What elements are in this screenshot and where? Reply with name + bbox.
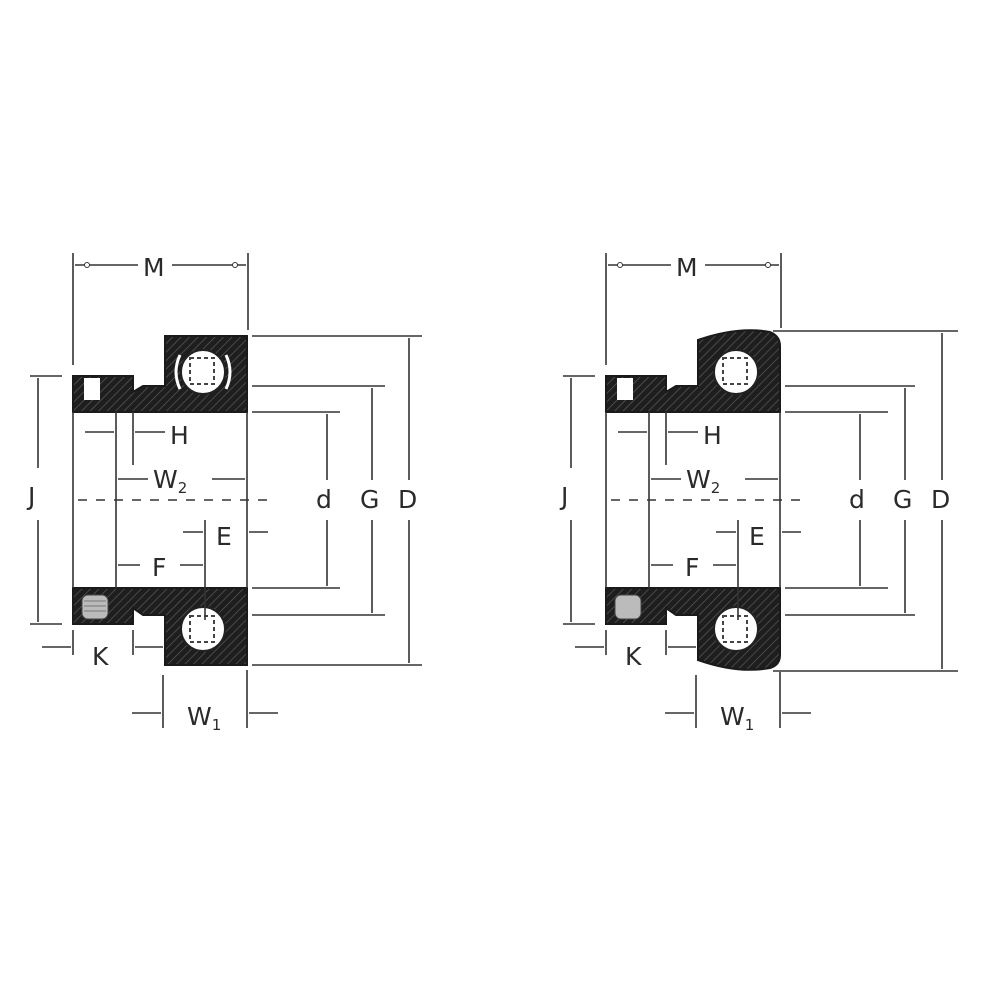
label-d: d [849, 485, 865, 514]
label-J: J [26, 482, 35, 511]
label-M: M [143, 253, 165, 282]
label-W2: W2 [686, 465, 720, 497]
bearing-view-right: M H W2 E F J K [559, 253, 958, 734]
label-E: E [216, 522, 232, 551]
dim-M: M [72, 253, 249, 365]
label-W1: W1 [187, 702, 221, 734]
label-G: G [893, 485, 912, 514]
bearing-view-left: M H W2 E [26, 253, 422, 734]
label-W2: W2 [153, 465, 187, 497]
label-M: M [676, 253, 698, 282]
label-E: E [749, 522, 765, 551]
label-G: G [360, 485, 379, 514]
label-D: D [398, 485, 417, 514]
ball-lower-icon [713, 606, 759, 652]
set-screw-hole-icon [617, 378, 633, 400]
label-J: J [559, 482, 568, 511]
label-H: H [703, 421, 722, 450]
label-K: K [92, 642, 109, 671]
set-screw-icon [614, 594, 642, 620]
set-screw-icon [81, 594, 109, 620]
label-W1: W1 [720, 702, 754, 734]
ball-upper-icon [180, 349, 226, 395]
ball-lower-icon [180, 606, 226, 652]
label-F: F [685, 553, 699, 582]
ball-upper-icon [713, 349, 759, 395]
label-F: F [152, 553, 166, 582]
label-D: D [931, 485, 950, 514]
set-screw-hole-icon [84, 378, 100, 400]
label-d: d [316, 485, 332, 514]
label-K: K [625, 642, 642, 671]
label-H: H [170, 421, 189, 450]
